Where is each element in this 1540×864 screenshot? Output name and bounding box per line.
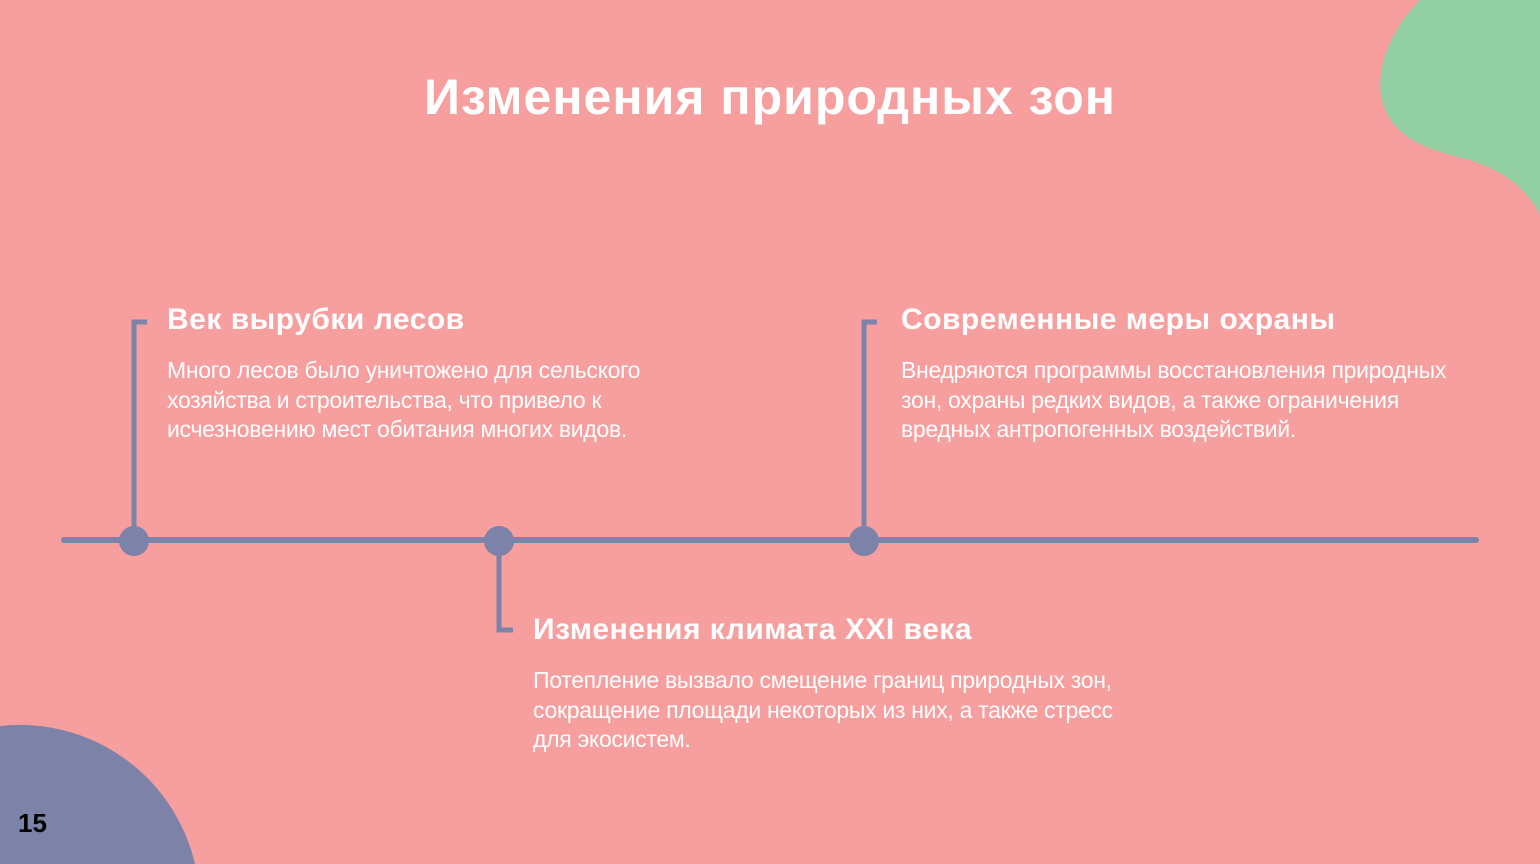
connector-2: [496, 540, 513, 633]
timeline-marker-3: [849, 526, 879, 556]
green-blob-shape: [1380, 0, 1540, 215]
event-text: Потепление вызвало смещение границ приро…: [533, 667, 1113, 752]
event-text: Внедряются программы восстановления прир…: [901, 357, 1447, 442]
timeline-marker-2: [484, 526, 514, 556]
event-heading: Век вырубки лесов: [167, 303, 465, 336]
timeline-marker-1: [119, 526, 149, 556]
page-number: 15: [18, 808, 47, 838]
connector-1: [131, 319, 147, 540]
connector-3: [861, 319, 877, 540]
event-text: Много лесов было уничтожено для сельског…: [167, 357, 641, 442]
event-heading: Изменения климата XXI века: [533, 613, 973, 646]
event-heading: Современные меры охраны: [901, 303, 1336, 336]
blue-circle-shape: [0, 724, 195, 864]
slide-title: Изменения природных зон: [424, 69, 1116, 125]
